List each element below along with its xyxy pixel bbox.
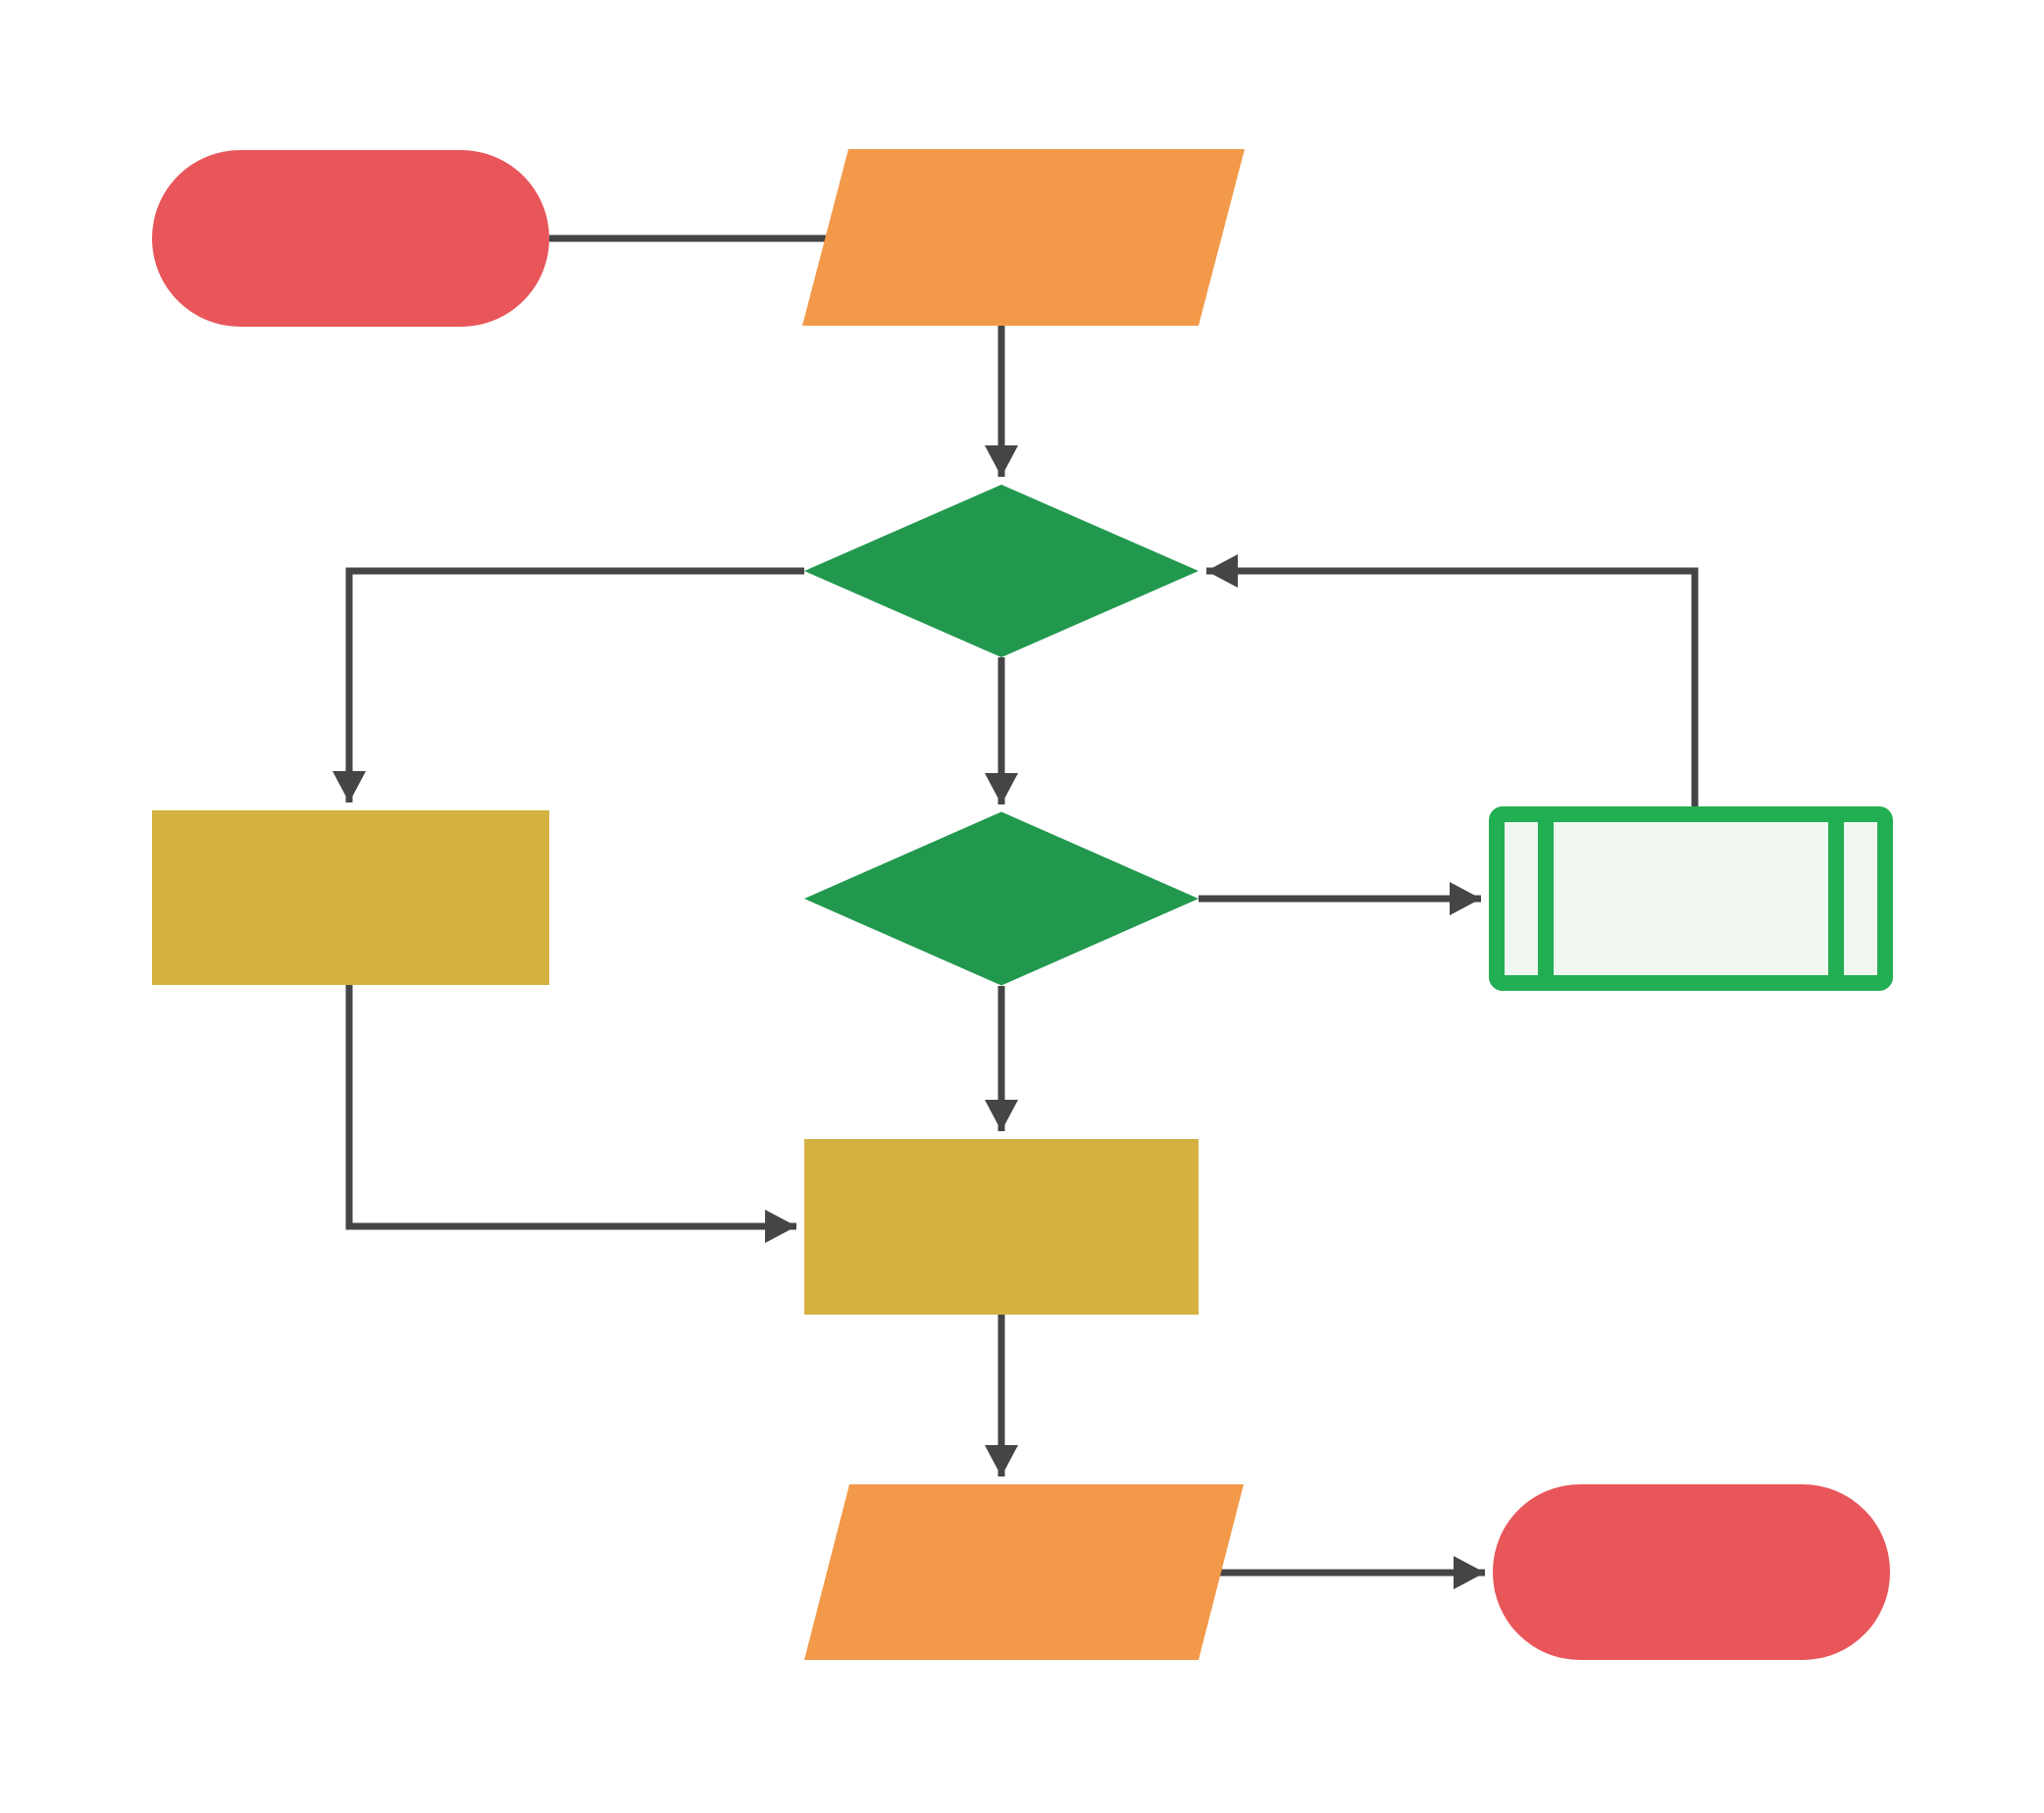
- nodes-layer: [152, 149, 1893, 1660]
- edge-decision-1-to-process-left-arrowhead: [332, 771, 366, 803]
- second-decision-diamond-body: [804, 811, 1199, 986]
- edge-process-left-to-process-center: [345, 985, 796, 1230]
- end-terminator-body: [1493, 1484, 1890, 1660]
- input-parallelogram[interactable]: [802, 149, 1245, 326]
- center-process-rectangle-body: [804, 1139, 1199, 1315]
- end-terminator[interactable]: [1493, 1484, 1890, 1660]
- edge-decision-2-to-subroutine-arrowhead: [1450, 882, 1481, 915]
- left-process-rectangle[interactable]: [152, 810, 549, 985]
- output-parallelogram[interactable]: [804, 1484, 1244, 1660]
- predefined-process-box-body: [1489, 806, 1893, 991]
- start-terminator-body: [152, 150, 549, 327]
- first-decision-diamond-body: [804, 485, 1199, 657]
- left-process-rectangle-body: [152, 810, 549, 985]
- second-decision-diamond[interactable]: [804, 811, 1199, 986]
- edge-process-center-to-output-arrowhead: [985, 1445, 1018, 1476]
- first-decision-diamond[interactable]: [804, 485, 1199, 657]
- edge-decision-1-to-process-left: [345, 567, 804, 803]
- edges-layer: [332, 222, 1699, 1589]
- edge-input-to-decision-1-arrowhead: [985, 445, 1018, 477]
- edge-subroutine-loopback-to-decision-1-arrowhead: [1206, 554, 1238, 588]
- edge-subroutine-loopback-to-decision-1: [1206, 567, 1699, 806]
- output-parallelogram-body: [804, 1484, 1244, 1660]
- input-parallelogram-body: [802, 149, 1245, 326]
- edge-decision-1-to-decision-2-arrowhead: [985, 773, 1018, 804]
- edge-process-left-to-process-center-arrowhead: [765, 1210, 796, 1243]
- start-terminator[interactable]: [152, 150, 549, 327]
- center-process-rectangle[interactable]: [804, 1139, 1199, 1315]
- predefined-process-box[interactable]: [1489, 806, 1893, 991]
- edge-decision-2-to-process-center-arrowhead: [985, 1100, 1018, 1131]
- edge-output-to-end-arrowhead: [1454, 1556, 1485, 1589]
